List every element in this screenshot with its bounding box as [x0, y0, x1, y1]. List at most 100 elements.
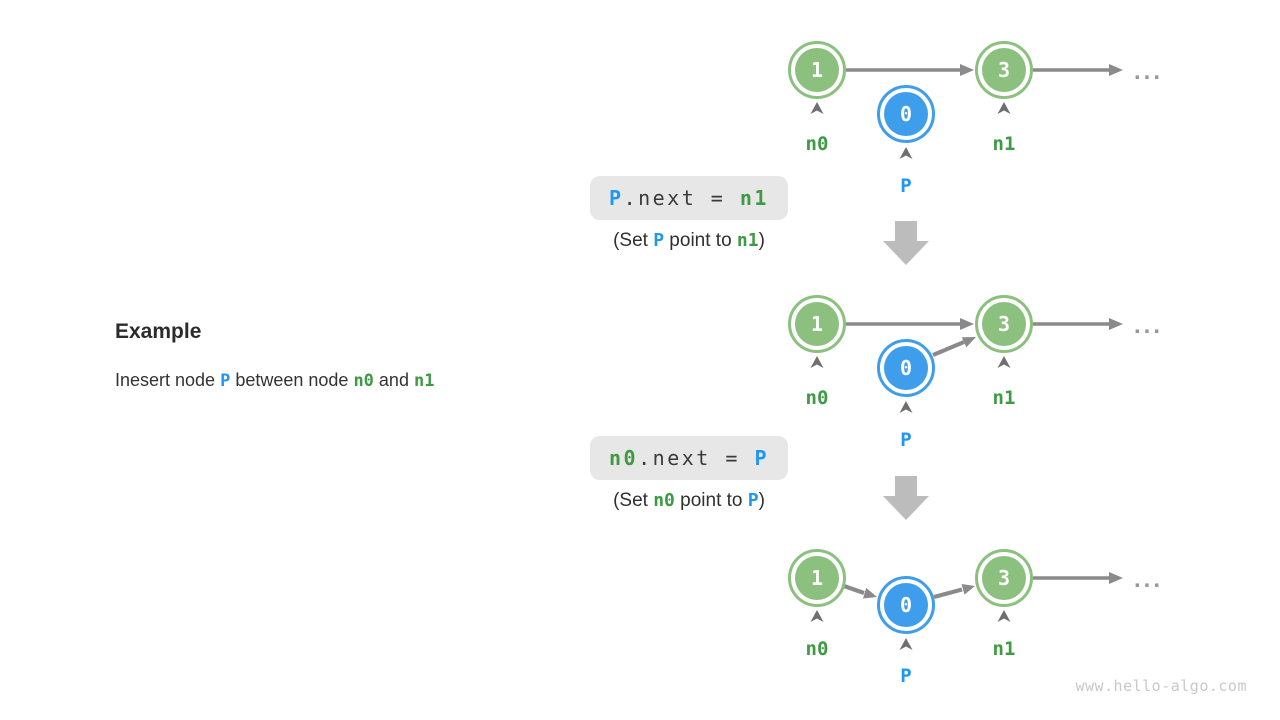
watermark: www.hello-algo.com — [1075, 677, 1247, 695]
pointer-caret-n0 — [810, 102, 824, 114]
caption-step1: (Set P point to n1) — [613, 230, 765, 252]
linked-list-state-3: ... 1 0 3 n0 n1 P — [788, 549, 1163, 687]
sentence-part2: between node — [230, 370, 354, 390]
label-p: P — [900, 665, 911, 687]
edge-n0-to-p — [843, 584, 865, 595]
code2-op: .next = — [638, 446, 755, 470]
caption2-ref1: n0 — [653, 490, 675, 511]
node-p: 0 — [877, 339, 935, 397]
pointer-caret-p — [899, 147, 913, 159]
node-n1-value: 3 — [998, 566, 1010, 590]
node-n0-fill — [795, 302, 839, 346]
sentence-part1: Inesert node — [115, 370, 221, 390]
node-p-value: 0 — [900, 102, 912, 126]
ellipsis-text: ... — [1134, 566, 1163, 593]
ellipsis-text: ... — [1134, 58, 1163, 85]
node-n0: 1 — [788, 549, 846, 607]
node-p: 0 — [877, 85, 935, 143]
code2-rhs: P — [754, 446, 769, 470]
code1-rhs: n1 — [739, 186, 769, 210]
code-box-step2: n0.next = P — [590, 436, 788, 480]
down-block-arrow-2 — [883, 476, 929, 520]
label-p: P — [900, 175, 911, 197]
label-n0: n0 — [806, 387, 829, 409]
arrowhead-n1-rest — [1109, 318, 1123, 330]
edge-p-to-n1 — [933, 587, 963, 600]
caption-step2: (Set n0 point to P) — [613, 490, 765, 512]
label-p: P — [900, 429, 911, 451]
caption1-ref2: n1 — [736, 230, 759, 251]
node-n0-ring — [788, 295, 846, 353]
pointer-caret-n1 — [997, 356, 1011, 368]
arrowhead-p-n1 — [961, 584, 975, 595]
example-block: Example Inesert node P between node n0 a… — [115, 320, 434, 391]
caption1-close: ) — [758, 230, 765, 251]
caption1-ref1: P — [653, 230, 665, 251]
node-n1-value: 3 — [998, 312, 1010, 336]
node-n1-ring — [975, 41, 1033, 99]
node-n0: 1 — [788, 41, 846, 99]
node-p-fill — [884, 92, 928, 136]
node-n1: 3 — [975, 549, 1033, 607]
pointer-caret-n1 — [997, 610, 1011, 622]
code-box-step1: P.next = n1 — [590, 176, 788, 220]
node-p-fill — [884, 346, 928, 390]
sentence-ref-p: P — [220, 371, 231, 391]
pointer-caret-n0 — [810, 356, 824, 368]
node-n0: 1 — [788, 295, 846, 353]
linked-list-state-1: ... 1 0 3 n0 n1 P — [788, 41, 1163, 197]
node-n0-value: 1 — [811, 58, 823, 82]
code2-lhs: n0 — [609, 446, 639, 470]
node-n1-value: 3 — [998, 58, 1010, 82]
node-n0-fill — [795, 48, 839, 92]
example-sentence: Inesert node P between node n0 and n1 — [115, 370, 434, 391]
node-n0-value: 1 — [811, 566, 823, 590]
arrowhead-n0-n1 — [960, 64, 974, 76]
node-n1-ring — [975, 295, 1033, 353]
code1-op: .next = — [623, 186, 740, 210]
code1-lhs: P — [609, 186, 624, 210]
node-n1-fill — [982, 556, 1026, 600]
caption2-ref2: P — [747, 490, 759, 511]
sentence-part3: and — [373, 370, 414, 390]
caption1-open: (Set — [613, 230, 654, 251]
node-p: 0 — [877, 576, 935, 634]
caption2-mid: point to — [674, 490, 748, 511]
node-p-value: 0 — [900, 356, 912, 380]
arrowhead-n1-rest — [1109, 572, 1123, 584]
node-n1-ring — [975, 549, 1033, 607]
node-p-ring — [877, 85, 935, 143]
ellipsis-text: ... — [1134, 312, 1163, 339]
caption2-open: (Set — [613, 490, 654, 511]
arrowhead-n0-p — [863, 587, 877, 599]
sentence-ref-n0: n0 — [353, 371, 374, 391]
linked-list-state-2: ... 1 0 3 n0 n1 P — [788, 295, 1163, 451]
node-n0-fill — [795, 556, 839, 600]
pointer-caret-p — [899, 638, 913, 650]
node-n1-fill — [982, 48, 1026, 92]
arrowhead-n1-rest — [1109, 64, 1123, 76]
node-n0-ring — [788, 41, 846, 99]
pointer-caret-n0 — [810, 610, 824, 622]
node-p-ring — [877, 576, 935, 634]
node-p-fill — [884, 583, 928, 627]
arrowhead-n0-n1 — [960, 318, 974, 330]
label-n1: n1 — [993, 638, 1016, 660]
sentence-ref-n1: n1 — [413, 371, 435, 391]
caption2-close: ) — [758, 490, 765, 511]
node-p-value: 0 — [900, 593, 912, 617]
node-n0-value: 1 — [811, 312, 823, 336]
arrowhead-p-n1 — [961, 337, 976, 348]
pointer-caret-n1 — [997, 102, 1011, 114]
pointer-caret-p — [899, 401, 913, 413]
node-n1: 3 — [975, 295, 1033, 353]
label-n0: n0 — [806, 133, 829, 155]
label-n1: n1 — [993, 133, 1016, 155]
node-n0-ring — [788, 549, 846, 607]
node-n1-fill — [982, 302, 1026, 346]
node-n1: 3 — [975, 41, 1033, 99]
label-n1: n1 — [993, 387, 1016, 409]
edge-p-to-n1 — [932, 340, 965, 357]
node-p-ring — [877, 339, 935, 397]
